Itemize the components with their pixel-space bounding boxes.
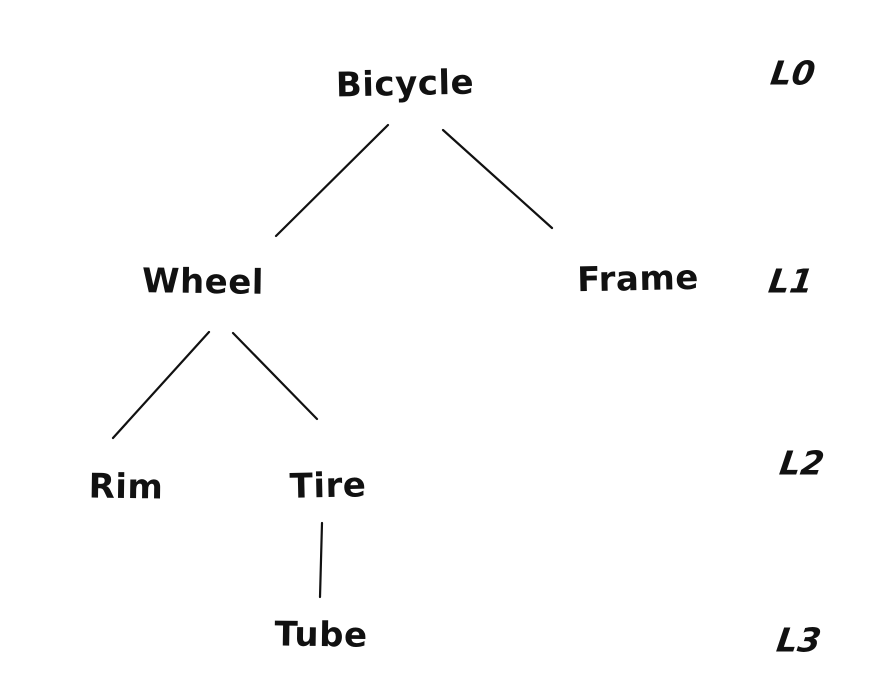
edge-bicycle-wheel — [274, 123, 390, 238]
edge-bicycle-frame — [441, 128, 554, 230]
level-label-l2: L2 — [777, 443, 827, 483]
edge-wheel-rim — [111, 330, 211, 440]
level-label-l3: L3 — [774, 620, 824, 660]
node-rim: Rim — [88, 466, 164, 508]
node-tube: Tube — [274, 614, 368, 656]
node-bicycle: Bicycle — [335, 62, 475, 106]
edge-tire-tube — [318, 521, 324, 599]
node-tire: Tire — [289, 465, 367, 507]
node-wheel: Wheel — [141, 261, 265, 303]
level-label-l0: L0 — [768, 53, 818, 93]
level-label-l1: L1 — [766, 261, 816, 301]
node-frame: Frame — [576, 257, 700, 301]
edge-wheel-tire — [231, 331, 319, 421]
